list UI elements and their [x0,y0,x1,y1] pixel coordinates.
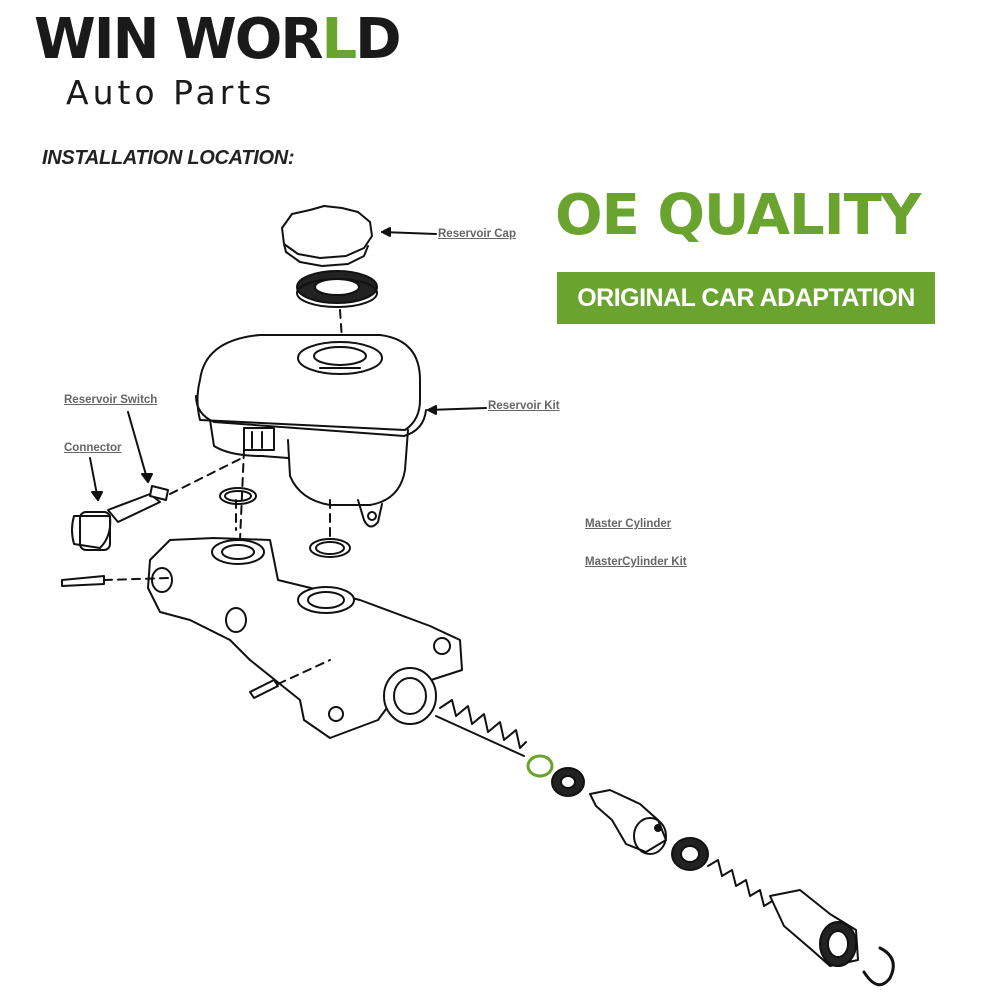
green-seal [526,754,554,778]
promo-headline: OE QUALITY [555,183,921,248]
primary-spring [435,699,527,757]
primary-piston [769,889,859,967]
secondary-piston [589,789,667,855]
section-title: INSTALLATION LOCATION: [42,147,295,169]
snap-ring [862,946,895,987]
label-reservoir-kit: Reservoir Kit [488,400,560,412]
reservoir-cap-part [281,205,373,267]
brand-name-accent: L [321,7,357,72]
reservoir-body-part [195,334,427,528]
brand-name-part1: WIN WOR [34,7,323,72]
cap-seal-part [296,270,378,308]
label-connector: Connector [64,442,122,454]
o-ring-left [219,487,257,505]
connector-part [71,457,243,551]
label-reservoir-switch: Reservoir Switch [64,394,158,406]
secondary-spring [707,859,775,907]
label-master-cylinder-kit: MasterCylinder Kit [585,556,687,568]
label-reservoir-cap: Reservoir Cap [438,228,516,240]
promo-banner-text: ORIGINAL CAR ADAPTATION [577,283,915,312]
label-master-cylinder: Master Cylinder [585,518,672,530]
brand-tagline: Auto Parts [66,73,276,112]
master-cylinder-body [147,537,463,739]
brand-logo: WIN WORLD [34,12,402,68]
brand-name-part2: D [355,7,402,72]
o-ring-right [309,538,351,558]
promo-banner: ORIGINAL CAR ADAPTATION [557,272,935,324]
